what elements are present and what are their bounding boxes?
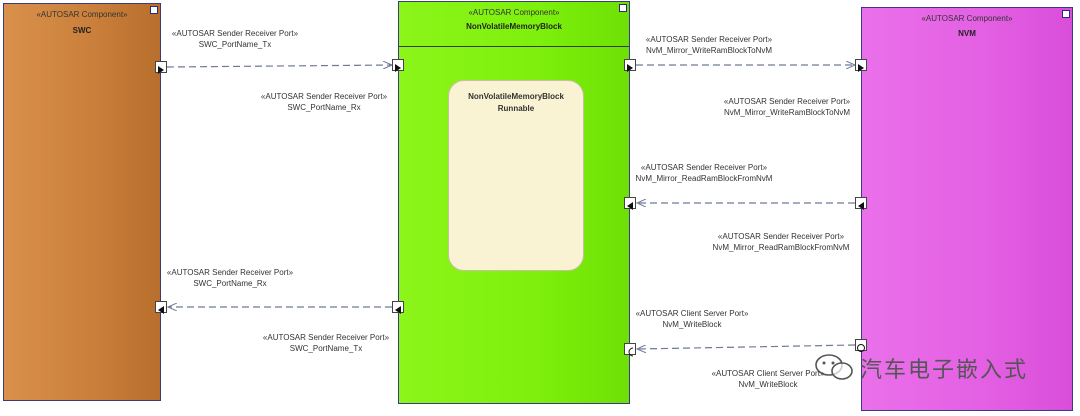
port-in-icon (395, 64, 401, 72)
swc-corner-icon (150, 6, 158, 14)
label-nvm-server-name: NvM_WriteBlock (738, 380, 798, 389)
label-swc-rx: «AUTOSAR Sender Receiver Port» SWC_PortN… (164, 267, 296, 289)
label-nvblock-client-stereotype: «AUTOSAR Client Server Port» (635, 309, 749, 318)
port-in-icon (158, 306, 164, 314)
label-nvblock-client: «AUTOSAR Client Server Port» NvM_WriteBl… (630, 308, 754, 330)
port-nvm-server[interactable] (855, 339, 867, 352)
nvm-name: NVM (958, 29, 976, 38)
wechat-icon (815, 354, 853, 380)
label-nvm-write: «AUTOSAR Sender Receiver Port» NvM_Mirro… (712, 96, 862, 118)
port-out-icon (395, 306, 401, 314)
label-nvblock-tx-stereotype: «AUTOSAR Sender Receiver Port» (262, 333, 390, 342)
label-nvm-write-stereotype: «AUTOSAR Sender Receiver Port» (723, 97, 851, 106)
swc-name: SWC (72, 26, 92, 35)
label-nvblock-rx-name: SWC_PortName_Rx (287, 103, 361, 112)
port-nvblock-rx[interactable] (392, 59, 404, 72)
label-nvblock-write: «AUTOSAR Sender Receiver Port» NvM_Mirro… (634, 34, 784, 56)
label-nvm-server-stereotype: «AUTOSAR Client Server Port» (711, 369, 825, 378)
swc-stereotype: «AUTOSAR Component» (36, 10, 128, 19)
nvm-component[interactable]: «AUTOSAR Component» NVM (861, 7, 1073, 411)
nvm-stereotype: «AUTOSAR Component» (921, 14, 1013, 23)
label-nvblock-rx-stereotype: «AUTOSAR Sender Receiver Port» (260, 92, 388, 101)
runnable-subtitle: Runnable (497, 104, 535, 113)
label-nvblock-client-name: NvM_WriteBlock (662, 320, 722, 329)
port-nvblock-read[interactable] (624, 197, 636, 210)
connector-nvm-to-nvblock-client[interactable] (637, 344, 856, 349)
port-in-icon (858, 64, 864, 72)
port-swc-tx[interactable] (155, 61, 167, 74)
port-nvblock-tx[interactable] (392, 301, 404, 314)
label-swc-tx-name: SWC_PortName_Tx (198, 40, 272, 49)
port-out-icon (158, 66, 164, 74)
runnable-box[interactable]: NonVolatileMemoryBlock Runnable (448, 80, 584, 271)
port-in-icon (627, 202, 633, 210)
port-nvm-read[interactable] (855, 197, 867, 210)
label-nvblock-rx: «AUTOSAR Sender Receiver Port» SWC_PortN… (258, 91, 390, 113)
nvblock-name: NonVolatileMemoryBlock (466, 22, 562, 31)
port-out-icon (858, 202, 864, 210)
port-swc-rx[interactable] (155, 301, 167, 314)
nvblock-corner-icon (619, 4, 627, 12)
label-nvblock-tx-name: SWC_PortName_Tx (289, 344, 363, 353)
label-nvblock-tx: «AUTOSAR Sender Receiver Port» SWC_PortN… (259, 332, 393, 354)
port-out-icon (627, 64, 633, 72)
runnable-title: NonVolatileMemoryBlock (468, 92, 564, 101)
client-port-icon (628, 347, 634, 357)
nvblock-stereotype: «AUTOSAR Component» (468, 8, 560, 17)
label-nvm-read-stereotype: «AUTOSAR Sender Receiver Port» (717, 232, 845, 241)
label-swc-rx-stereotype: «AUTOSAR Sender Receiver Port» (166, 268, 294, 277)
label-swc-tx: «AUTOSAR Sender Receiver Port» SWC_PortN… (170, 28, 300, 50)
label-nvm-server: «AUTOSAR Client Server Port» NvM_WriteBl… (706, 368, 830, 390)
port-nvm-write[interactable] (855, 59, 867, 72)
label-swc-rx-name: SWC_PortName_Rx (193, 279, 267, 288)
label-nvblock-read-stereotype: «AUTOSAR Sender Receiver Port» (640, 163, 768, 172)
label-nvblock-read: «AUTOSAR Sender Receiver Port» NvM_Mirro… (628, 162, 780, 184)
label-swc-tx-stereotype: «AUTOSAR Sender Receiver Port» (171, 29, 299, 38)
label-nvblock-write-stereotype: «AUTOSAR Sender Receiver Port» (645, 35, 773, 44)
server-port-icon (857, 344, 865, 352)
port-nvblock-write[interactable] (624, 59, 636, 72)
connector-swc-to-nvblock[interactable] (166, 65, 392, 67)
label-nvblock-write-name: NvM_Mirror_WriteRamBlockToNvM (645, 46, 773, 55)
label-nvm-read-name: NvM_Mirror_ReadRamBlockFromNvM (712, 243, 850, 252)
watermark-text: 汽车电子嵌入式 (860, 358, 1029, 383)
label-nvm-read: «AUTOSAR Sender Receiver Port» NvM_Mirro… (704, 231, 858, 253)
nvblock-divider (399, 46, 629, 47)
port-nvblock-client[interactable] (624, 343, 636, 357)
label-nvm-write-name: NvM_Mirror_WriteRamBlockToNvM (723, 108, 851, 117)
nvm-corner-icon (1062, 10, 1070, 18)
label-nvblock-read-name: NvM_Mirror_ReadRamBlockFromNvM (635, 174, 773, 183)
swc-component[interactable]: «AUTOSAR Component» SWC (3, 3, 161, 401)
